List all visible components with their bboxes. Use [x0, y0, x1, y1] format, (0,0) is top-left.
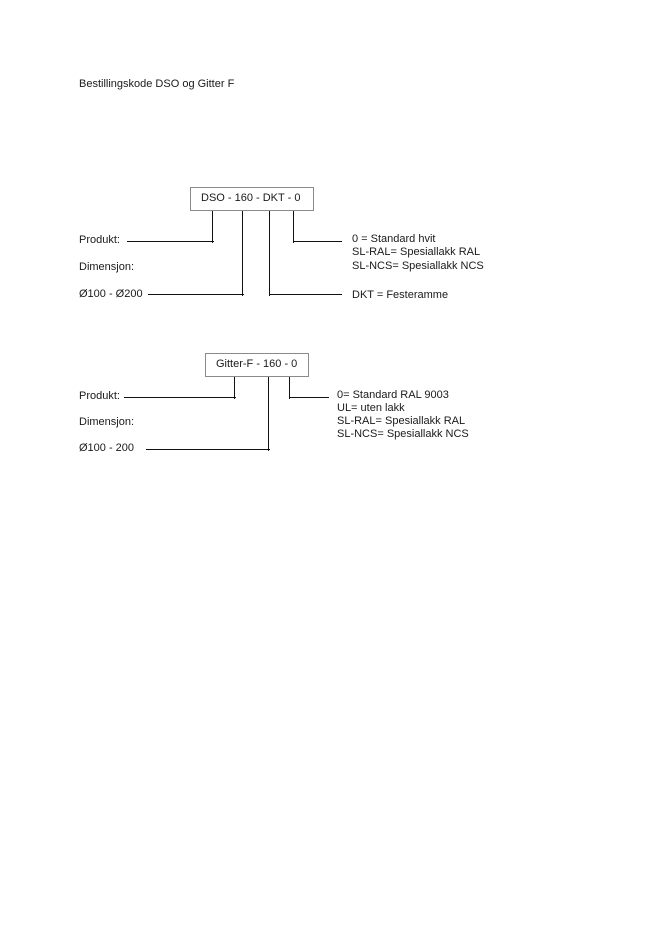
- gitter-f-dimension-range: Ø100 - 200: [79, 442, 135, 454]
- dso-color-option: 0 = Standard hvit: [352, 233, 436, 245]
- gitter-f-dimension-connector-horizontal: [146, 449, 270, 451]
- gitter-f-color-option: UL= uten lakk: [337, 402, 405, 414]
- gitter-f-color-option: SL-RAL= Spesiallakk RAL: [337, 415, 466, 427]
- dso-product-connector-vertical: [212, 211, 214, 243]
- dso-frame-connector-vertical: [269, 211, 271, 296]
- dso-color-option: SL-RAL= Spesiallakk RAL: [352, 246, 481, 258]
- dso-color-option: SL-NCS= Spesiallakk NCS: [352, 260, 484, 272]
- dso-frame-connector-horizontal: [269, 294, 342, 296]
- gitter-f-product-connector-horizontal: [124, 397, 236, 399]
- gitter-f-color-option: SL-NCS= Spesiallakk NCS: [337, 428, 469, 440]
- gitter-f-color-option: 0= Standard RAL 9003: [337, 389, 449, 401]
- dso-dimension-connector-vertical: [242, 211, 244, 296]
- gitter-f-color-connector-horizontal: [289, 397, 329, 399]
- dso-code-box: DSO - 160 - DKT - 0: [190, 187, 314, 211]
- dso-product-label: Produkt:: [79, 234, 120, 246]
- dso-dimension-range: Ø100 - Ø200: [79, 288, 143, 300]
- dso-dimension-label: Dimensjon:: [79, 261, 135, 273]
- gitter-f-dimension-connector-vertical: [268, 377, 270, 451]
- gitter-f-dimension-label: Dimensjon:: [79, 416, 135, 428]
- dso-dimension-connector-horizontal: [148, 294, 244, 296]
- gitter-f-color-connector-vertical: [289, 377, 291, 399]
- dso-color-connector-vertical: [293, 211, 295, 243]
- gitter-f-product-label: Produkt:: [79, 390, 120, 402]
- gitter-f-code-box: Gitter-F - 160 - 0: [205, 353, 309, 377]
- dso-product-connector-horizontal: [127, 241, 214, 243]
- dso-color-connector-horizontal: [293, 241, 342, 243]
- dso-frame-option: DKT = Festeramme: [352, 289, 449, 301]
- gitter-f-product-connector-vertical: [234, 377, 236, 399]
- document-title: Bestillingskode DSO og Gitter F: [79, 78, 235, 90]
